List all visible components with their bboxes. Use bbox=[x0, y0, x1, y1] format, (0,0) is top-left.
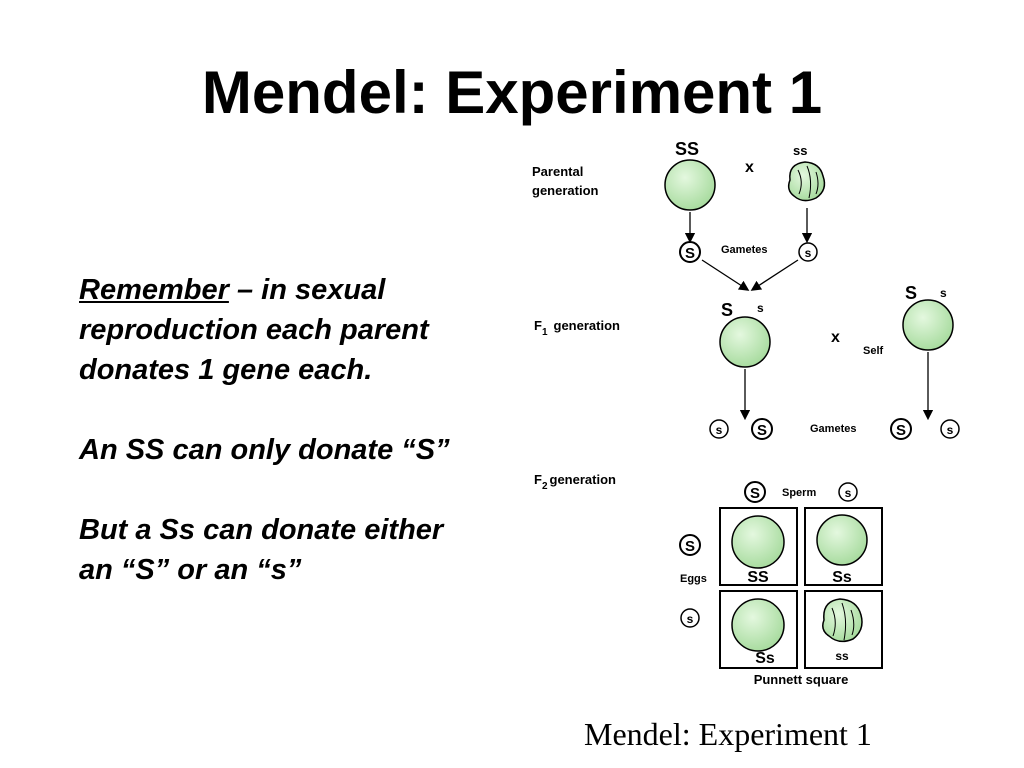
ss-donate-paragraph: An SS can only donate “S” bbox=[79, 434, 450, 466]
egg-gamete-s: s bbox=[687, 612, 694, 626]
f1-self-allele-big: S bbox=[905, 283, 917, 303]
ss-hetero-donate-paragraph: But a Ss can donate either an “S” or an … bbox=[79, 514, 444, 586]
gametes-label-f1: Gametes bbox=[810, 423, 856, 435]
punnett-square-label: Punnett square bbox=[754, 672, 849, 687]
f1-gamete-s-left: s bbox=[716, 423, 723, 437]
slide-body: Remember – in sexual reproduction each p… bbox=[79, 270, 459, 590]
punnett-cell-1: SS bbox=[747, 569, 769, 586]
parent2-genotype: ss bbox=[793, 143, 807, 158]
f1-self-pea-icon bbox=[902, 299, 954, 351]
gametes-label-parental: Gametes bbox=[721, 244, 767, 256]
mendel-cross-diagram: Parental generation SS x ss S Gametes s … bbox=[532, 139, 960, 687]
sperm-gamete-S: S bbox=[750, 485, 760, 502]
parent1-genotype: SS bbox=[675, 139, 699, 159]
cross-symbol-parental: x bbox=[745, 159, 754, 176]
smooth-pea-icon bbox=[664, 159, 716, 211]
f1-gamete-S-right: S bbox=[896, 422, 906, 439]
punnett-smooth-pea-icon-3 bbox=[731, 598, 785, 652]
f1-self-allele-small: s bbox=[940, 286, 947, 300]
f1-pea-icon bbox=[719, 316, 771, 368]
parental-label-line2: generation bbox=[532, 183, 599, 198]
punnett-wrinkled-pea-icon bbox=[822, 598, 863, 643]
f1-allele-small: s bbox=[757, 301, 764, 315]
remember-paragraph: Remember – in sexual reproduction each p… bbox=[79, 270, 459, 390]
remember-text: – in sexual reproduction each parent don… bbox=[79, 274, 429, 386]
remember-word: Remember bbox=[79, 274, 229, 306]
punnett-cell-4: ss bbox=[835, 649, 849, 663]
sperm-gamete-s: s bbox=[845, 486, 852, 500]
eggs-label: Eggs bbox=[680, 573, 707, 585]
punnett-smooth-pea-icon-2 bbox=[816, 514, 868, 566]
parental-label-line1: Parental bbox=[532, 164, 583, 179]
diagram-caption: Mendel: Experiment 1 bbox=[584, 716, 872, 752]
sperm-label: Sperm bbox=[782, 487, 816, 499]
cross-symbol-f1: x bbox=[831, 329, 840, 346]
f1-allele-big: S bbox=[721, 300, 733, 320]
f1-gamete-s-right: s bbox=[947, 423, 954, 437]
wrinkled-pea-icon bbox=[787, 161, 826, 202]
f1-gamete-S-left: S bbox=[757, 422, 767, 439]
egg-gamete-S: S bbox=[685, 538, 695, 555]
slide-title: Mendel: Experiment 1 bbox=[201, 59, 823, 126]
self-label: Self bbox=[863, 345, 884, 357]
parental-gamete-s: s bbox=[805, 246, 812, 260]
punnett-square: SS Ss Ss ss bbox=[719, 507, 883, 669]
punnett-smooth-pea-icon-1 bbox=[731, 515, 785, 569]
punnett-cell-3: Ss bbox=[755, 650, 775, 667]
punnett-cell-2: Ss bbox=[832, 569, 852, 586]
parental-gamete-S: S bbox=[685, 245, 695, 262]
